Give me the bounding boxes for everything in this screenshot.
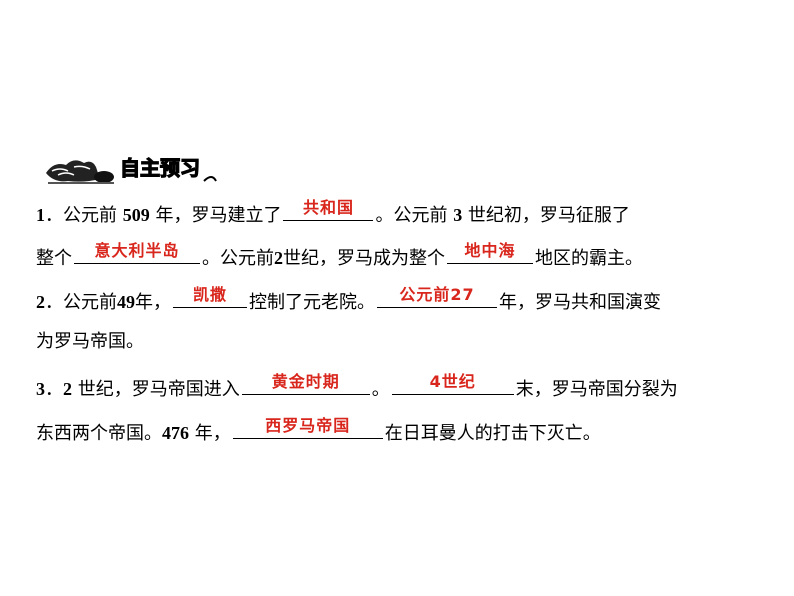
- text: 世纪初，罗马征服了: [462, 205, 630, 226]
- answer-blank[interactable]: 地中海: [447, 239, 533, 264]
- text: 末，罗马帝国分裂为: [515, 379, 678, 400]
- answer-blank[interactable]: 共和国: [283, 196, 374, 221]
- text: 年，: [135, 292, 171, 313]
- number: 2: [274, 248, 283, 268]
- text: ．公元前: [45, 205, 123, 226]
- text: ．公元前: [45, 292, 117, 313]
- text: 地区的霸主。: [535, 248, 643, 269]
- text: 控制了元老院。: [249, 292, 375, 313]
- answer-text: 地中海: [464, 241, 516, 260]
- text: 为罗马帝国。: [36, 331, 144, 352]
- text: 。: [371, 379, 390, 400]
- answer-blank[interactable]: 凯撒: [173, 283, 247, 308]
- year-number: 49: [117, 292, 135, 312]
- answer-text: 意大利半岛: [94, 241, 180, 260]
- section-title: 自主预习: [120, 156, 200, 180]
- text: ．: [45, 379, 63, 400]
- text: 整个: [36, 248, 72, 269]
- text: 世纪，罗马帝国进入: [72, 379, 240, 400]
- answer-text: 共和国: [302, 198, 354, 217]
- number: 2: [63, 379, 72, 399]
- answer-blank[interactable]: 黄金时期: [241, 370, 370, 395]
- text: 年，: [189, 423, 231, 444]
- brush-decoration-icon: [46, 160, 114, 184]
- section-header-logo: 自主预习: [46, 155, 217, 184]
- question-2-line-2: 为罗马帝国。: [36, 327, 144, 357]
- answer-text: 西罗马帝国: [265, 416, 351, 435]
- answer-blank[interactable]: 西罗马帝国: [232, 414, 383, 439]
- question-number: 1: [36, 205, 45, 225]
- year-number: 476: [162, 423, 189, 443]
- year-number: 509: [122, 205, 150, 225]
- answer-blank[interactable]: 4世纪: [391, 370, 514, 395]
- text: 。公元前: [202, 248, 274, 269]
- text: 世纪，罗马成为整个: [283, 248, 445, 269]
- answer-text: 凯撒: [192, 285, 227, 304]
- answer-blank[interactable]: 意大利半岛: [74, 239, 200, 264]
- question-number: 2: [36, 292, 45, 312]
- text: 。公元前: [375, 205, 454, 226]
- question-2-line-1: 2．公元前49年， 凯撒 控制了元老院。 公元前27 年，罗马共和国演变: [36, 283, 661, 314]
- question-3-line-1: 3．2 世纪，罗马帝国进入 黄金时期 。 4世纪 末，罗马帝国分裂为: [36, 370, 678, 401]
- answer-text: 黄金时期: [271, 372, 340, 391]
- answer-blank[interactable]: 公元前27: [377, 283, 497, 308]
- text: 年，罗马共和国演变: [499, 292, 661, 313]
- answer-text: 4世纪: [429, 372, 476, 391]
- text: 东西两个帝国。: [36, 423, 162, 444]
- number: 3: [453, 205, 463, 225]
- answer-text: 公元前27: [399, 285, 475, 304]
- text: 年，罗马建立了: [149, 205, 282, 226]
- question-number: 3: [36, 379, 45, 399]
- question-1-line-1: 1．公元前 509 年，罗马建立了 共和国 。公元前 3 世纪初，罗马征服了: [36, 196, 630, 227]
- question-1-line-2: 整个 意大利半岛 。公元前2世纪，罗马成为整个地中海地区的霸主。: [36, 239, 643, 270]
- question-3-line-2: 东西两个帝国。476 年， 西罗马帝国 在日耳曼人的打击下灭亡。: [36, 414, 601, 445]
- text: 在日耳曼人的打击下灭亡。: [384, 423, 601, 444]
